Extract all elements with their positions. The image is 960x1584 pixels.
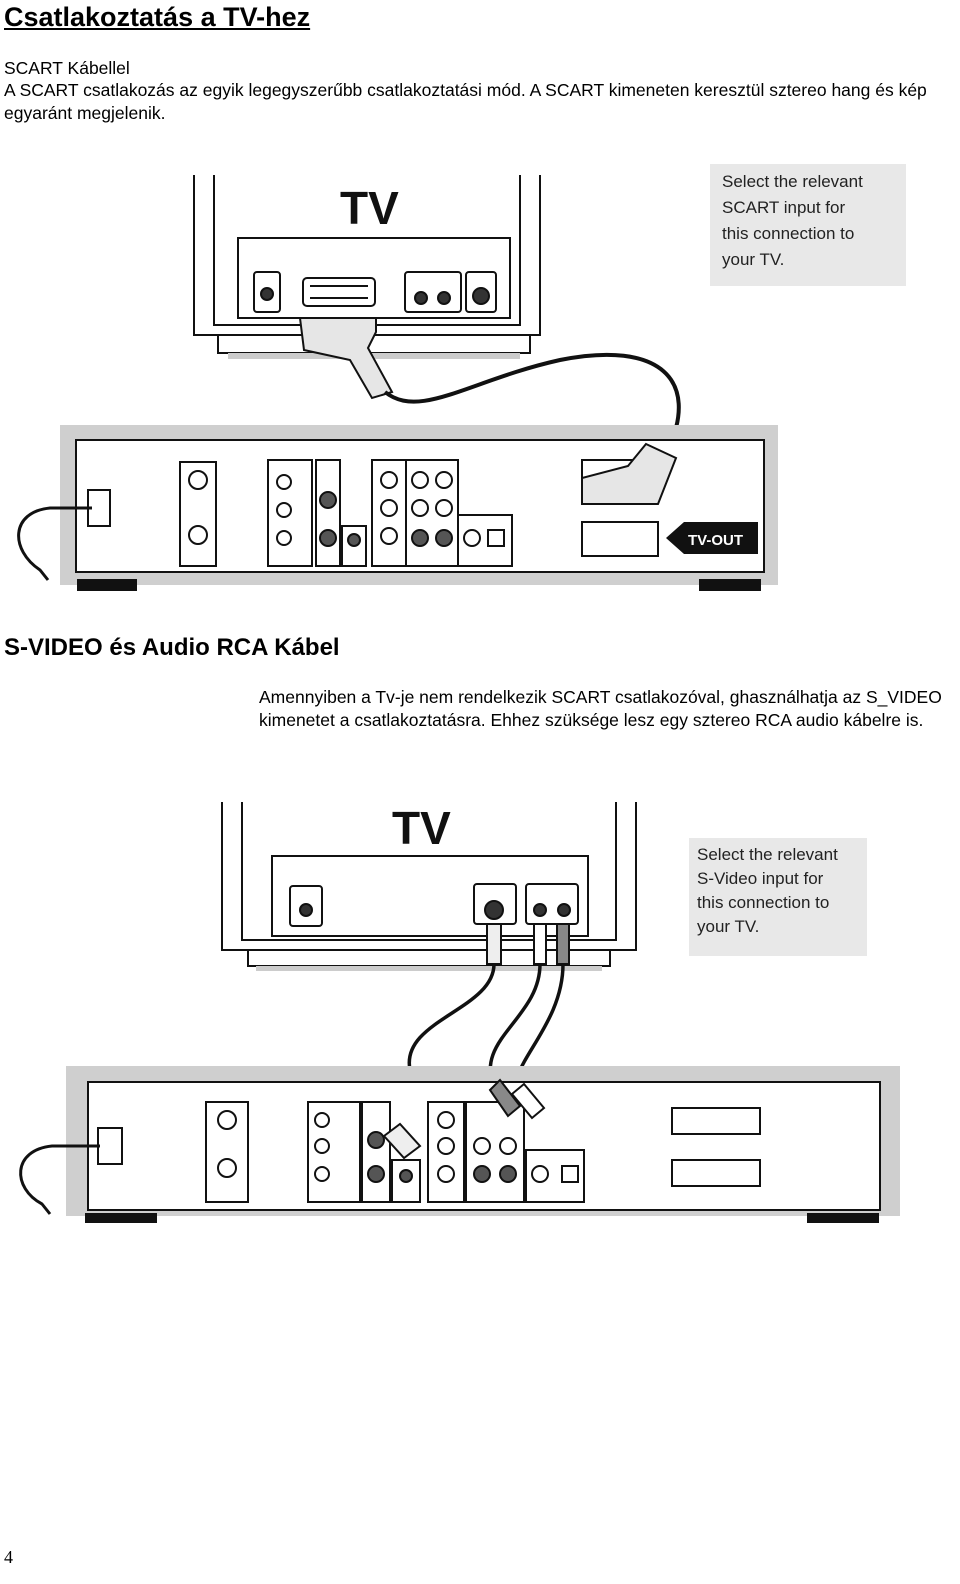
scart-connection-diagram: TV Select the relevant SCART input for t… — [17, 164, 906, 591]
scart-subheading: SCART Kábellel — [4, 58, 130, 78]
callout-line-3: this connection to — [697, 893, 829, 912]
tv-out-arrow: TV-OUT — [666, 522, 758, 554]
svideo-connection-diagram: TV Select the relevant S-Video input for… — [19, 802, 900, 1223]
tv-back-panel — [221, 802, 637, 971]
tv-label: TV — [340, 182, 399, 234]
power-cord — [19, 1144, 100, 1215]
callout-line-1: Select the relevant — [722, 172, 863, 191]
callout-box — [689, 838, 867, 956]
callout-line-4: your TV. — [697, 917, 759, 936]
page-title: Csatlakoztatás a TV-hez — [4, 2, 311, 32]
player-plugs — [382, 1078, 546, 1160]
scart-plug-tv — [298, 317, 394, 400]
tv-label: TV — [392, 802, 451, 854]
scart-plug-player — [581, 442, 678, 505]
tv-out-label: TV-OUT — [688, 532, 743, 549]
callout-line-4: your TV. — [722, 250, 784, 269]
player-back-panel — [66, 1066, 900, 1223]
player-back-panel — [60, 425, 778, 591]
callout-box — [710, 164, 906, 286]
svideo-paragraph: Amennyiben a Tv-je nem rendelkezik SCART… — [259, 687, 942, 730]
page-number: 4 — [4, 1547, 13, 1567]
power-cord — [17, 506, 92, 581]
svideo-heading: S-VIDEO és Audio RCA Kábel — [4, 634, 340, 661]
scart-cable — [383, 352, 681, 451]
tv-back-panel — [193, 175, 541, 359]
callout-line-1: Select the relevant — [697, 845, 838, 864]
tv-plugs — [486, 923, 570, 965]
scart-paragraph: A SCART csatlakozás az egyik legegyszerű… — [4, 80, 927, 123]
callout-line-2: S-Video input for — [697, 869, 824, 888]
callout-line-2: SCART input for — [722, 198, 845, 217]
callout-line-3: this connection to — [722, 224, 854, 243]
